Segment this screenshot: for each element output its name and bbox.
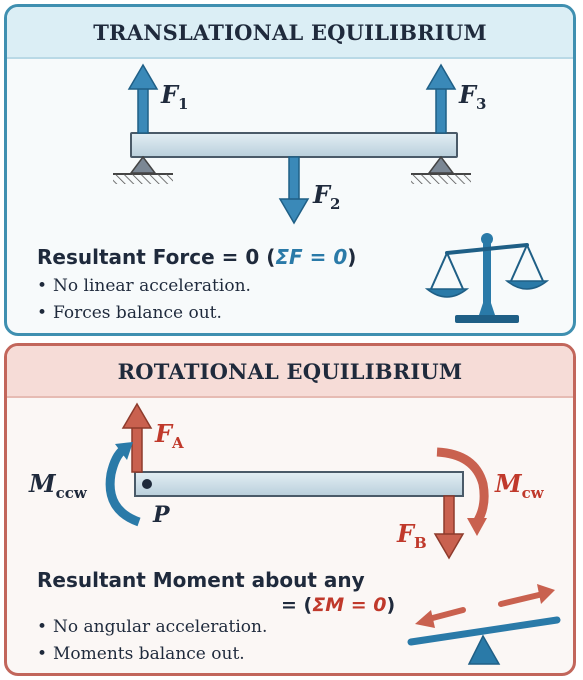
list-item: Moments balance out. [37,641,267,668]
rotational-panel: ROTATIONAL EQUILIBRIUM FA FB M [4,343,576,676]
moment-cw-arrow [436,447,489,536]
balance-scale-icon [424,233,550,323]
force-fa-arrow [121,402,153,473]
resultant-moment-equation: = (ΣM = 0) [281,594,396,616]
beam [130,132,458,158]
force-f2-arrow [278,156,310,225]
translational-title: TRANSLATIONAL EQUILIBRIUM [7,7,573,59]
force-fb-arrow [433,495,465,560]
list-item: Forces balance out. [37,300,251,327]
rotational-title: ROTATIONAL EQUILIBRIUM [7,346,573,398]
force-f3-arrow [425,63,457,134]
moment-ccw-arrow [105,442,141,527]
force-f1-label: F1 [160,80,188,113]
force-fa-label: FA [154,419,184,452]
force-f2-label: F2 [312,180,340,213]
force-f3-label: F3 [458,80,486,113]
list-item: No angular acceleration. [37,614,267,641]
force-fb-label: FB [396,519,427,552]
lever-beam [134,471,464,497]
resultant-force-heading: Resultant Force = 0 (ΣF = 0) [37,245,357,269]
moment-ccw-label: Mccw [28,469,88,502]
seesaw-icon [407,584,561,665]
rotational-diagram: FA FB Mccw P Mcw [28,402,561,665]
moment-cw-label: Mcw [494,469,545,502]
list-item: No linear acceleration. [37,273,251,300]
resultant-moment-heading: Resultant Moment about any [37,568,365,592]
translational-diagram: F1 F3 F2 [113,63,550,323]
right-support [411,155,471,184]
pivot-label: P [152,502,171,528]
pivot-point [142,479,152,489]
translational-panel: TRANSLATIONAL EQUILIBRIUM [4,4,576,336]
force-f1-arrow [127,63,159,134]
rotational-bullets: No angular acceleration. Moments balance… [37,614,267,668]
left-support [113,155,173,184]
translational-bullets: No linear acceleration. Forces balance o… [37,273,251,327]
